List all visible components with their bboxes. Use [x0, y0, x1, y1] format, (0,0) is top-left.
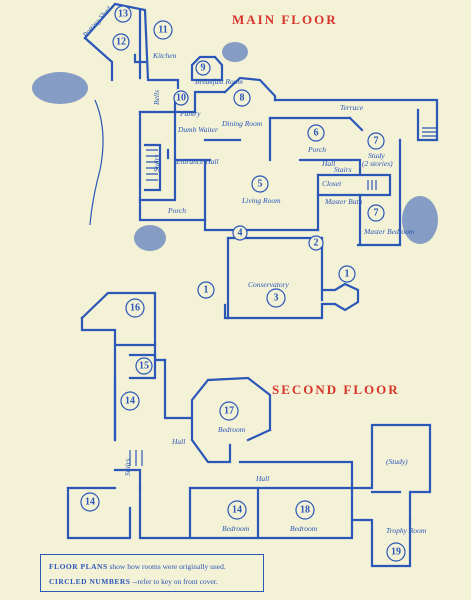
room-number-markers: 13 12 11 9 10 8 6 7 7 5 4 2 1 1 3 16 15 …: [80, 5, 406, 562]
label-porch-east: Porch: [307, 145, 326, 154]
room-number: 14: [232, 505, 242, 516]
label-stairs-east: Stairs: [334, 165, 352, 174]
label-study-upper: (Study): [386, 457, 408, 466]
room-number-circle: [338, 265, 356, 283]
room-number-circle: [232, 225, 248, 241]
legend-floor-plans-label: FLOOR PLANS: [49, 562, 108, 571]
room-number: 1: [345, 269, 350, 280]
label-kitchen: Kitchen: [152, 51, 177, 60]
label-master-bedroom: Master Bedroom: [363, 227, 415, 236]
room-number: 19: [391, 547, 401, 558]
room-number-circle: [219, 401, 239, 421]
label-bedroom-18: Bedroom: [290, 524, 318, 533]
label-stairs-west: Stairs: [152, 154, 161, 172]
label-hall: Hall: [321, 159, 335, 168]
room-number-circle: [80, 492, 100, 512]
room-number-circle: [266, 288, 286, 308]
room-number: 4: [238, 228, 243, 239]
room-number: 11: [158, 25, 167, 36]
legend-circled-numbers-text: --refer to key on front cover.: [132, 577, 218, 586]
room-number: 5: [258, 179, 263, 190]
label-dumb-waiter: Dumb Waiter: [177, 125, 218, 134]
label-porch-west: Porch: [167, 206, 186, 215]
room-number: 7: [374, 208, 379, 219]
second-floor-heading: SECOND FLOOR: [272, 382, 400, 397]
label-potting-shed: Potting Shed: [80, 4, 113, 40]
label-hall-upper: Hall: [171, 437, 185, 446]
main-floor-heading: MAIN FLOOR: [232, 12, 338, 27]
label-living-room: Living Room: [241, 196, 281, 205]
second-floor-walls: [66, 291, 432, 568]
room-number-circle: [173, 90, 189, 106]
stair-hatches: [129, 127, 436, 466]
room-number-circle: [367, 204, 385, 222]
room-number-circle: [195, 60, 211, 76]
label-breakfast-room: Breakfast Room: [195, 77, 243, 86]
label-master-bath: Master Bath: [324, 197, 363, 206]
label-study-note: (2 stories): [362, 159, 393, 168]
room-number-circle: [251, 175, 269, 193]
label-closet: Closet: [322, 179, 342, 188]
shrub-decorations: [32, 42, 438, 251]
room-number: 16: [130, 303, 140, 314]
label-bedroom-17: Bedroom: [218, 425, 246, 434]
main-floor-walls: [83, 2, 439, 320]
legend-circled-numbers-label: CIRCLED NUMBERS: [49, 577, 131, 586]
room-number: 17: [224, 406, 234, 417]
room-number-circle: [125, 298, 145, 318]
room-number: 7: [374, 136, 379, 147]
room-number-circle: [112, 33, 130, 51]
room-number: 18: [300, 505, 310, 516]
label-trophy-room: Trophy Room: [386, 526, 427, 535]
label-dining-room: Dining Room: [221, 119, 263, 128]
room-number: 14: [85, 497, 95, 508]
label-hall-lower: Hall: [255, 474, 269, 483]
room-number: 8: [240, 93, 245, 104]
room-number-circle: [308, 235, 324, 251]
room-number: 14: [125, 396, 135, 407]
label-bells: Bells: [152, 90, 161, 105]
room-number-circle: [114, 5, 132, 23]
label-conservatory: Conservatory: [248, 280, 290, 289]
room-number-circle: [135, 357, 153, 375]
room-number: 12: [116, 37, 126, 48]
room-number: 9: [201, 63, 206, 74]
room-number-circle: [227, 500, 247, 520]
legend-line-floor-plans: FLOOR PLANS show how rooms were original…: [49, 559, 255, 574]
room-number-circle: [295, 500, 315, 520]
room-number: 6: [314, 128, 319, 139]
room-number-circle: [386, 542, 406, 562]
room-number: 10: [176, 93, 186, 104]
room-number-circle: [153, 20, 173, 40]
room-number-circle: [233, 89, 251, 107]
room-number: 2: [314, 238, 319, 249]
room-number: 3: [274, 293, 279, 304]
room-number: 13: [118, 9, 128, 20]
label-stairs-upper: Stairs: [123, 458, 132, 476]
legend-floor-plans-text: show how rooms were originally used.: [109, 562, 226, 571]
legend-line-circled-numbers: CIRCLED NUMBERS --refer to key on front …: [49, 574, 255, 589]
label-bedroom-14: Bedroom: [222, 524, 250, 533]
label-pantry: Pantry: [179, 109, 201, 118]
label-study: Study: [368, 151, 385, 160]
room-number-circle: [367, 132, 385, 150]
room-number: 15: [139, 361, 149, 372]
room-number-circle: [307, 124, 325, 142]
room-number-circle: [120, 391, 140, 411]
legend-box: FLOOR PLANS show how rooms were original…: [40, 554, 264, 592]
label-entrance-hall: Entrance Hall: [175, 157, 219, 166]
room-number: 1: [204, 285, 209, 296]
room-number-circle: [197, 281, 215, 299]
label-terrace: Terrace: [340, 103, 364, 112]
